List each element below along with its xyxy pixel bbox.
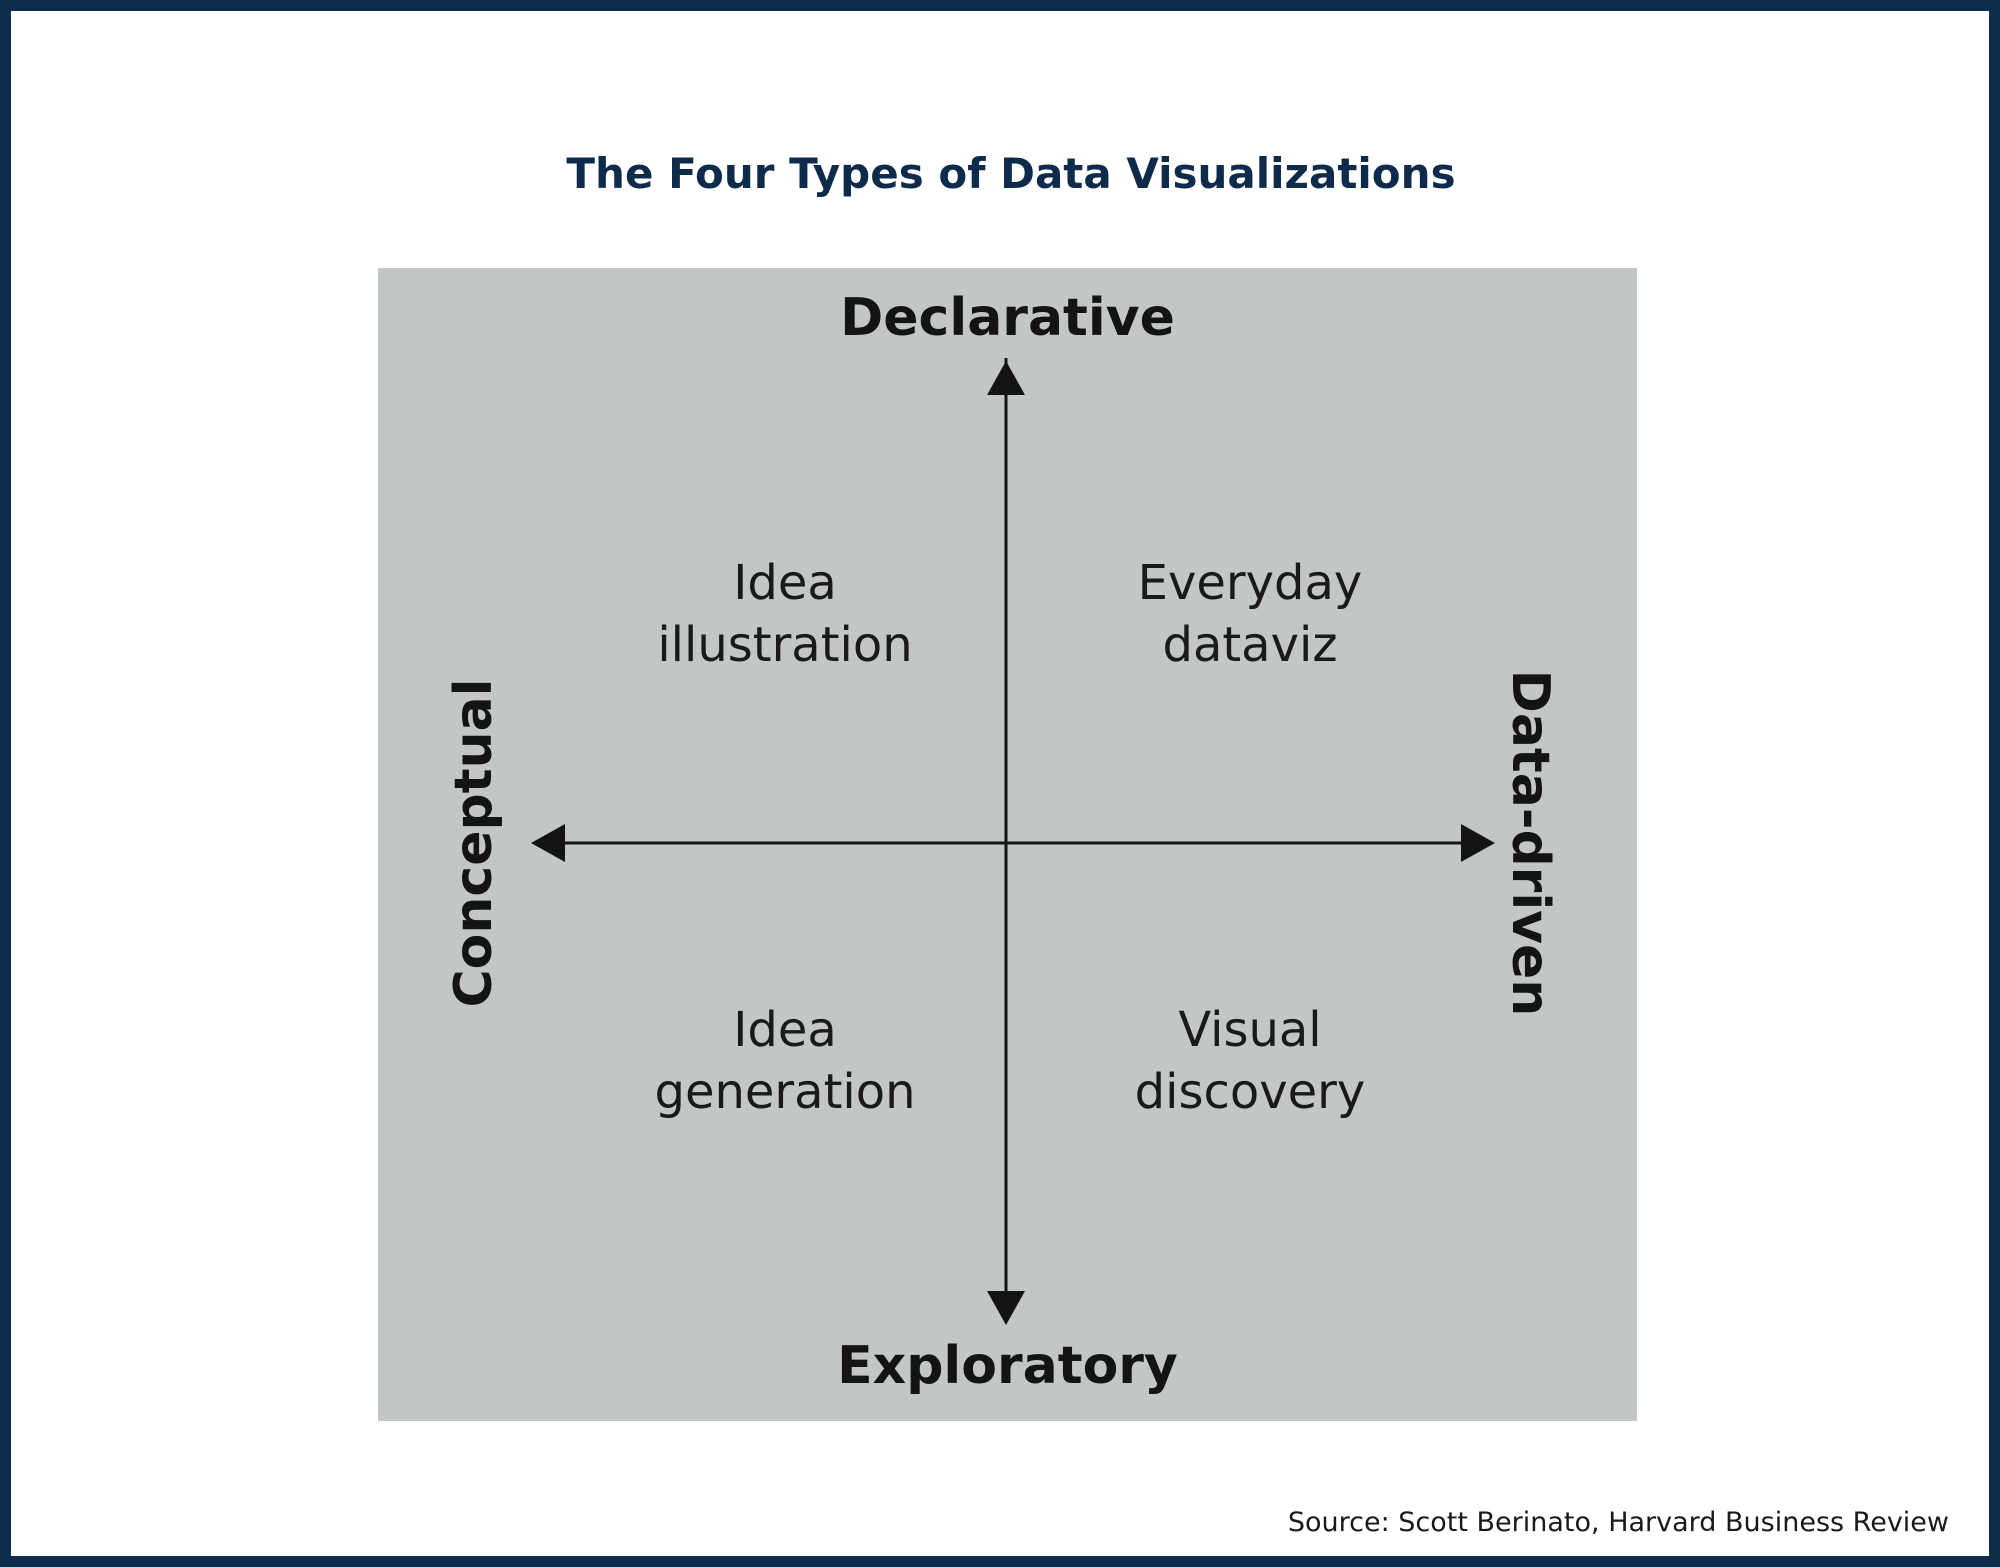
arrow-up-icon xyxy=(987,361,1025,395)
quadrant-bottom-right: Visual discovery xyxy=(1050,999,1450,1123)
quadrant-bottom-left: Idea generation xyxy=(585,999,985,1123)
diagram-title: The Four Types of Data Visualizations xyxy=(566,149,1456,198)
quadrant-label-line: dataviz xyxy=(1162,617,1338,673)
arrow-left-icon xyxy=(531,824,565,862)
quadrant-top-right: Everyday dataviz xyxy=(1050,552,1450,676)
axis-label-right: Data-driven xyxy=(1500,669,1560,1017)
quadrant-label-line: Visual xyxy=(1178,1002,1322,1058)
quadrant-label-line: Idea xyxy=(733,555,837,611)
quadrant-panel: Declarative Exploratory Conceptual Data-… xyxy=(378,268,1637,1421)
arrow-right-icon xyxy=(1461,824,1495,862)
quadrant-label-line: Idea xyxy=(733,1002,837,1058)
quadrant-label-line: generation xyxy=(654,1064,916,1120)
arrow-down-icon xyxy=(987,1291,1025,1325)
axis-label-left: Conceptual xyxy=(444,678,504,1008)
axis-label-top: Declarative xyxy=(840,288,1175,348)
quadrant-label-line: Everyday xyxy=(1137,555,1363,611)
quadrant-label-line: discovery xyxy=(1134,1064,1366,1120)
quadrant-top-left: Idea illustration xyxy=(585,552,985,676)
axis-label-bottom: Exploratory xyxy=(837,1336,1178,1396)
source-credit: Source: Scott Berinato, Harvard Business… xyxy=(1287,1507,1949,1538)
axis-arrows xyxy=(531,358,1495,1325)
quadrant-label-line: illustration xyxy=(657,617,913,673)
